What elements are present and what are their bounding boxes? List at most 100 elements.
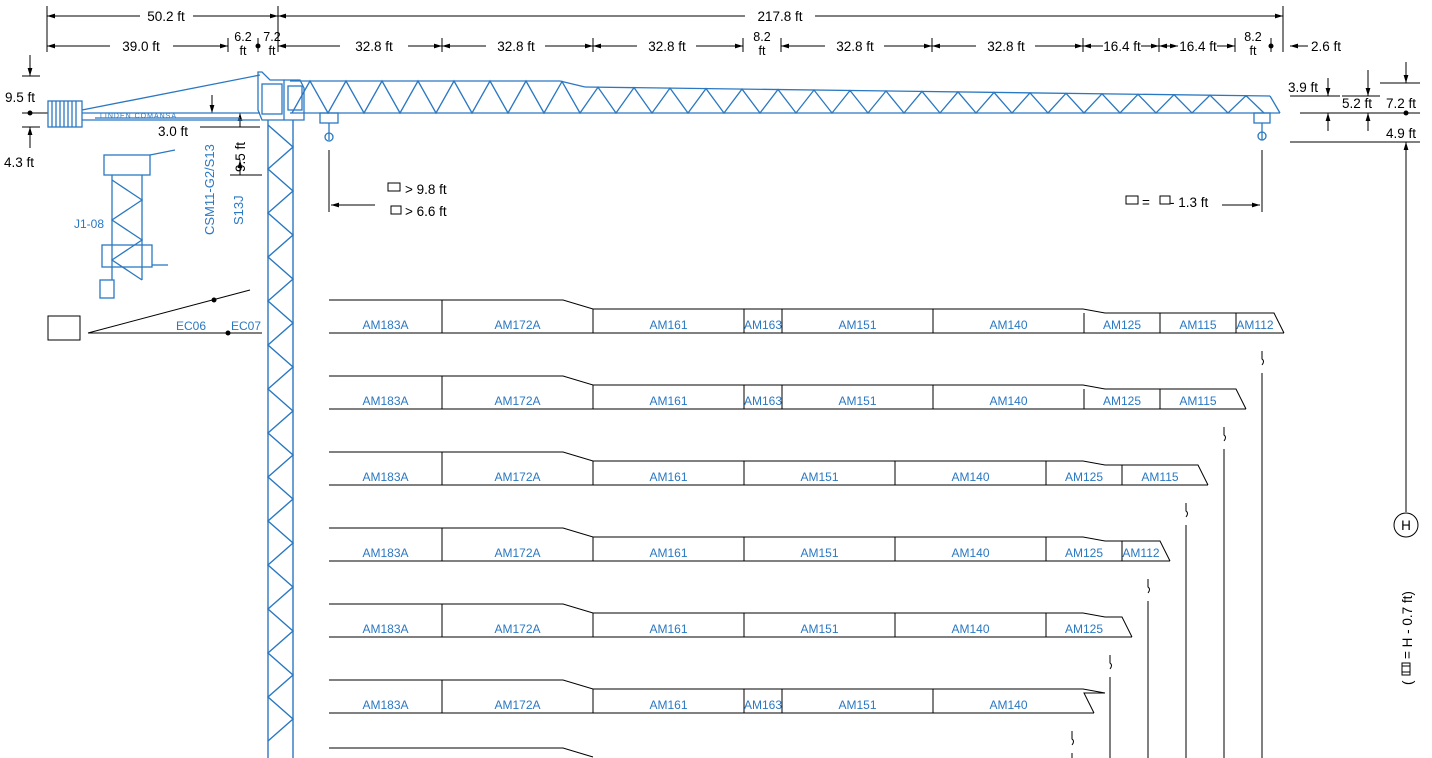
height-note-text: = H - 0.7 ft) — [1400, 591, 1415, 659]
right-dimensions — [1290, 62, 1420, 538]
section-label: AM140 — [989, 394, 1027, 408]
right-dim-2: 5.2 ft — [1342, 96, 1372, 111]
counter-jib — [47, 74, 261, 128]
section-label: AM125 — [1103, 394, 1141, 408]
slewing-unit — [257, 71, 305, 121]
section-label: AM115 — [1179, 318, 1216, 332]
section-label: AM161 — [649, 470, 687, 484]
section-label: AM172A — [494, 698, 540, 712]
section-label: AM163 — [744, 394, 782, 408]
cab-detail — [99, 149, 176, 299]
section-label: AM183A — [362, 394, 408, 408]
overall-right-label: 217.8 ft — [757, 9, 802, 24]
jib-4-unit: ft — [759, 44, 766, 58]
height-note-paren: ( — [1400, 680, 1415, 685]
section-label: AM172A — [494, 622, 540, 636]
jib-profile-line — [329, 679, 1106, 714]
cj-b-unit: ft — [269, 44, 276, 58]
section-label: AM183A — [362, 318, 408, 332]
section-label: AM163 — [744, 318, 782, 332]
brand-label: LINDEN COMANSA — [100, 113, 177, 120]
section-label: AM125 — [1103, 318, 1141, 332]
section-label: AM151 — [838, 318, 876, 332]
section-label: AM140 — [989, 318, 1027, 332]
jib-profile-line — [329, 375, 1247, 410]
top-dimension-labels: 50.2 ft 217.8 ft 39.0 ft 6.2 ft 7.2 ft 3… — [122, 9, 1341, 58]
trolley-outer — [1253, 112, 1271, 141]
cj-b-label: 7.2 — [263, 30, 280, 44]
base-detail — [47, 289, 262, 341]
section-label: AM183A — [362, 470, 408, 484]
section-label: AM112 — [1236, 318, 1273, 332]
hook-icon — [1223, 427, 1226, 442]
section-label: AM172A — [494, 546, 540, 560]
section-label: AM172A — [494, 318, 540, 332]
jib-9-label: 8.2 — [1244, 30, 1261, 44]
section-label: AM115 — [1179, 394, 1216, 408]
section-label: AM161 — [649, 698, 687, 712]
jib-7-label: 16.4 ft — [1103, 39, 1141, 54]
jib-profile-line — [329, 527, 1171, 562]
section-label: AM172A — [494, 394, 540, 408]
jib-profile-line — [329, 747, 594, 758]
height-symbol: H — [1401, 518, 1411, 533]
tip-eq-label-2: - 1.3 ft — [1170, 195, 1209, 210]
section-label: AM161 — [649, 546, 687, 560]
section-label: AM183A — [362, 622, 408, 636]
top-dimensions — [46, 6, 1308, 52]
tip-label: 2.6 ft — [1311, 39, 1341, 54]
section-label: AM112 — [1122, 546, 1159, 560]
jib-1-label: 32.8 ft — [355, 39, 393, 54]
ec07-label: EC07 — [231, 319, 261, 333]
section-label: AM161 — [649, 394, 687, 408]
section-label: AM163 — [744, 698, 782, 712]
section-label: AM161 — [649, 622, 687, 636]
overall-left-label: 50.2 ft — [147, 9, 185, 24]
hook-icon — [1109, 655, 1112, 670]
mast-label-a: CSM11-G2/S13 — [202, 144, 217, 235]
jib-4-label: 8.2 — [753, 30, 770, 44]
section-label: AM125 — [1065, 470, 1103, 484]
counterjib-label: 39.0 ft — [122, 39, 160, 54]
jib-profile-line — [329, 299, 1285, 334]
jib-2-label: 32.8 ft — [497, 39, 535, 54]
jib-profile-line — [329, 451, 1209, 486]
section-label: AM183A — [362, 546, 408, 560]
section-label: AM151 — [800, 546, 838, 560]
section-label: AM151 — [838, 394, 876, 408]
right-dim-3: 7.2 ft — [1386, 96, 1416, 111]
section-label: AM140 — [951, 622, 989, 636]
hook-icon — [1071, 731, 1074, 746]
hook-icon — [1185, 503, 1188, 518]
jib-3-label: 32.8 ft — [648, 39, 686, 54]
right-dim-4: 4.9 ft — [1386, 126, 1416, 141]
height-note: ( = H - 0.7 ft) — [1400, 591, 1415, 685]
right-dim-1: 3.9 ft — [1288, 80, 1318, 95]
section-label: AM172A — [494, 470, 540, 484]
min-hook-label: > 6.6 ft — [405, 204, 447, 219]
section-label: AM183A — [362, 698, 408, 712]
hook-icon — [1147, 579, 1150, 594]
section-label: AM151 — [800, 470, 838, 484]
jib-9-unit: ft — [1250, 44, 1257, 58]
section-label: AM161 — [649, 318, 687, 332]
section-label: AM140 — [951, 546, 989, 560]
jib-profile-line — [329, 603, 1133, 638]
min-trolley-label: > 9.8 ft — [405, 182, 447, 197]
ec06-label: EC06 — [176, 319, 206, 333]
tip-eq-label: = — [1142, 195, 1150, 210]
trolley-icon — [1401, 662, 1411, 676]
section-label: AM115 — [1141, 470, 1178, 484]
trolley-inner — [319, 112, 339, 142]
section-label: AM140 — [951, 470, 989, 484]
trolley-annotations — [328, 150, 1263, 215]
cj-a-unit: ft — [240, 44, 247, 58]
section-label: AM151 — [838, 698, 876, 712]
tower-mast — [266, 120, 295, 758]
